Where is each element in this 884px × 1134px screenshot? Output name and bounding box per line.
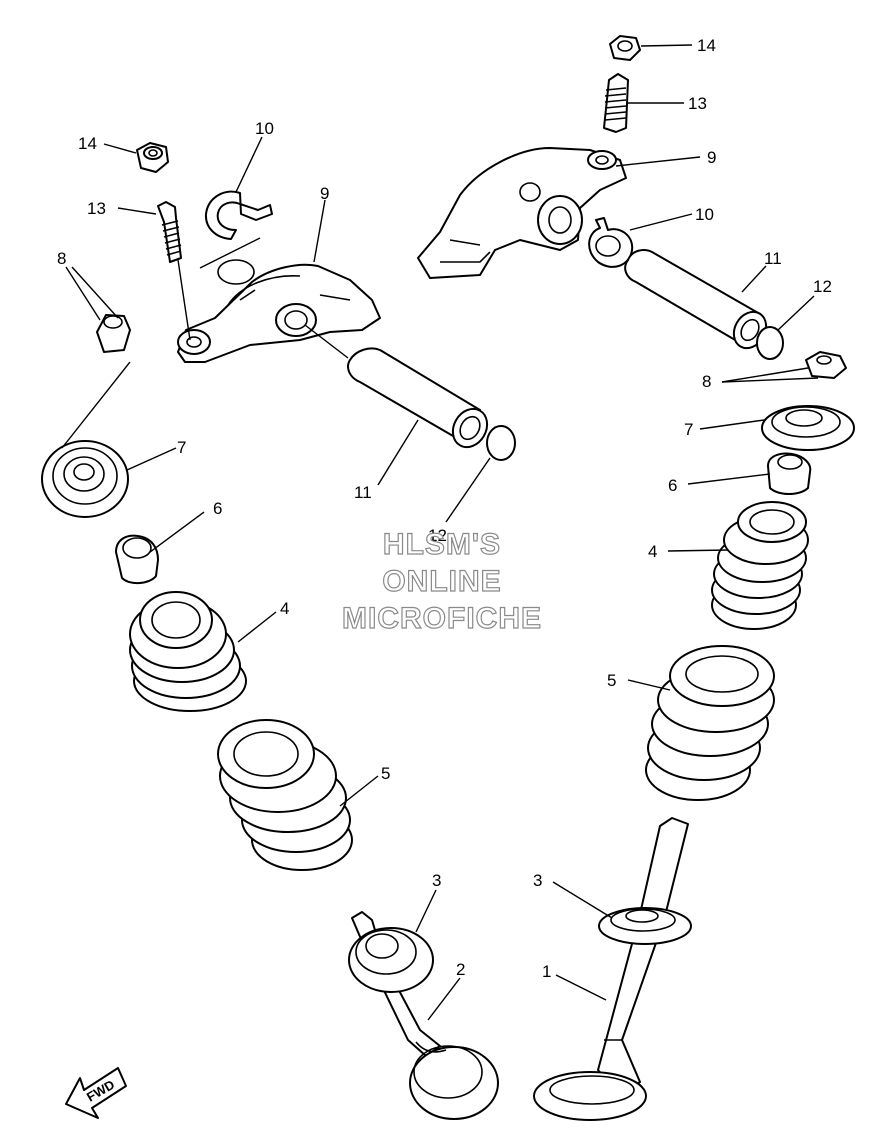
part-left-o-ring[interactable]	[486, 425, 516, 461]
callout-right-9: 9	[707, 148, 716, 167]
callout-left-11: 11	[354, 483, 372, 502]
part-right-o-ring[interactable]	[756, 326, 784, 360]
watermark-line-1: HLSM'S	[383, 528, 501, 561]
callout-right-12: 12	[813, 277, 832, 296]
callout-left-14: 14	[78, 134, 97, 153]
callout-left-6: 6	[213, 499, 222, 518]
callout-left-10: 10	[255, 119, 274, 138]
part-right-inner-spring[interactable]	[711, 501, 809, 630]
callout-left-5: 5	[381, 764, 390, 783]
fwd-arrow-icon	[65, 1067, 127, 1119]
part-exhaust-valve[interactable]	[533, 817, 689, 1121]
callout-left-9: 9	[320, 184, 329, 203]
callout-2: 2	[456, 960, 465, 979]
callout-left-7: 7	[177, 438, 186, 457]
callout-right-11: 11	[764, 249, 782, 268]
callout-right-3: 3	[533, 871, 542, 890]
fwd-direction-badge: FWD	[65, 1067, 127, 1119]
callout-right-8: 8	[702, 372, 711, 391]
callout-right-14: 14	[697, 36, 716, 55]
callout-labels: 14 13 10 9 8 7 11 12 6 4 5 3 2 14 13 9 1…	[57, 36, 832, 981]
callout-right-5: 5	[607, 671, 616, 690]
part-right-outer-spring[interactable]	[645, 645, 775, 801]
part-left-spring-seat[interactable]	[348, 927, 434, 993]
part-left-washer-clip[interactable]	[204, 190, 273, 240]
callout-left-4: 4	[280, 599, 289, 618]
leader-lines	[61, 44, 819, 1021]
callout-left-8: 8	[57, 249, 66, 268]
part-right-valve-cotter[interactable]	[805, 351, 847, 379]
part-right-valve-seal[interactable]	[767, 452, 812, 495]
part-left-inner-spring[interactable]	[129, 591, 247, 712]
callout-right-6: 6	[668, 476, 677, 495]
callout-1: 1	[542, 962, 551, 981]
part-right-washer-clip[interactable]	[588, 217, 634, 268]
watermark: HLSM'S ONLINE MICROFICHE	[341, 527, 542, 635]
callout-right-10: 10	[695, 205, 714, 224]
part-right-spring-seat[interactable]	[598, 907, 692, 945]
part-right-rocker-arm[interactable]	[417, 147, 627, 279]
callout-left-12: 12	[428, 526, 447, 545]
watermark-line-2: ONLINE	[382, 565, 501, 598]
callout-left-3: 3	[432, 871, 441, 890]
callout-left-13: 13	[87, 199, 106, 218]
callout-right-7: 7	[684, 420, 693, 439]
part-left-adjust-screw[interactable]	[157, 201, 182, 263]
part-left-nut[interactable]	[136, 142, 169, 173]
part-left-outer-spring[interactable]	[217, 719, 353, 871]
part-left-rocker-arm[interactable]	[177, 259, 381, 363]
part-right-rocker-shaft[interactable]	[624, 249, 772, 354]
part-right-nut[interactable]	[609, 35, 641, 61]
watermark-line-3: MICROFICHE	[342, 602, 542, 635]
callout-right-4: 4	[648, 542, 657, 561]
part-right-adjust-screw[interactable]	[603, 73, 629, 133]
part-left-valve-cotter[interactable]	[96, 314, 131, 353]
part-right-spring-retainer[interactable]	[761, 405, 855, 451]
callout-right-13: 13	[688, 94, 707, 113]
part-left-valve-seal[interactable]	[115, 534, 159, 584]
part-left-rocker-shaft[interactable]	[347, 347, 494, 453]
part-left-spring-retainer[interactable]	[41, 440, 129, 518]
